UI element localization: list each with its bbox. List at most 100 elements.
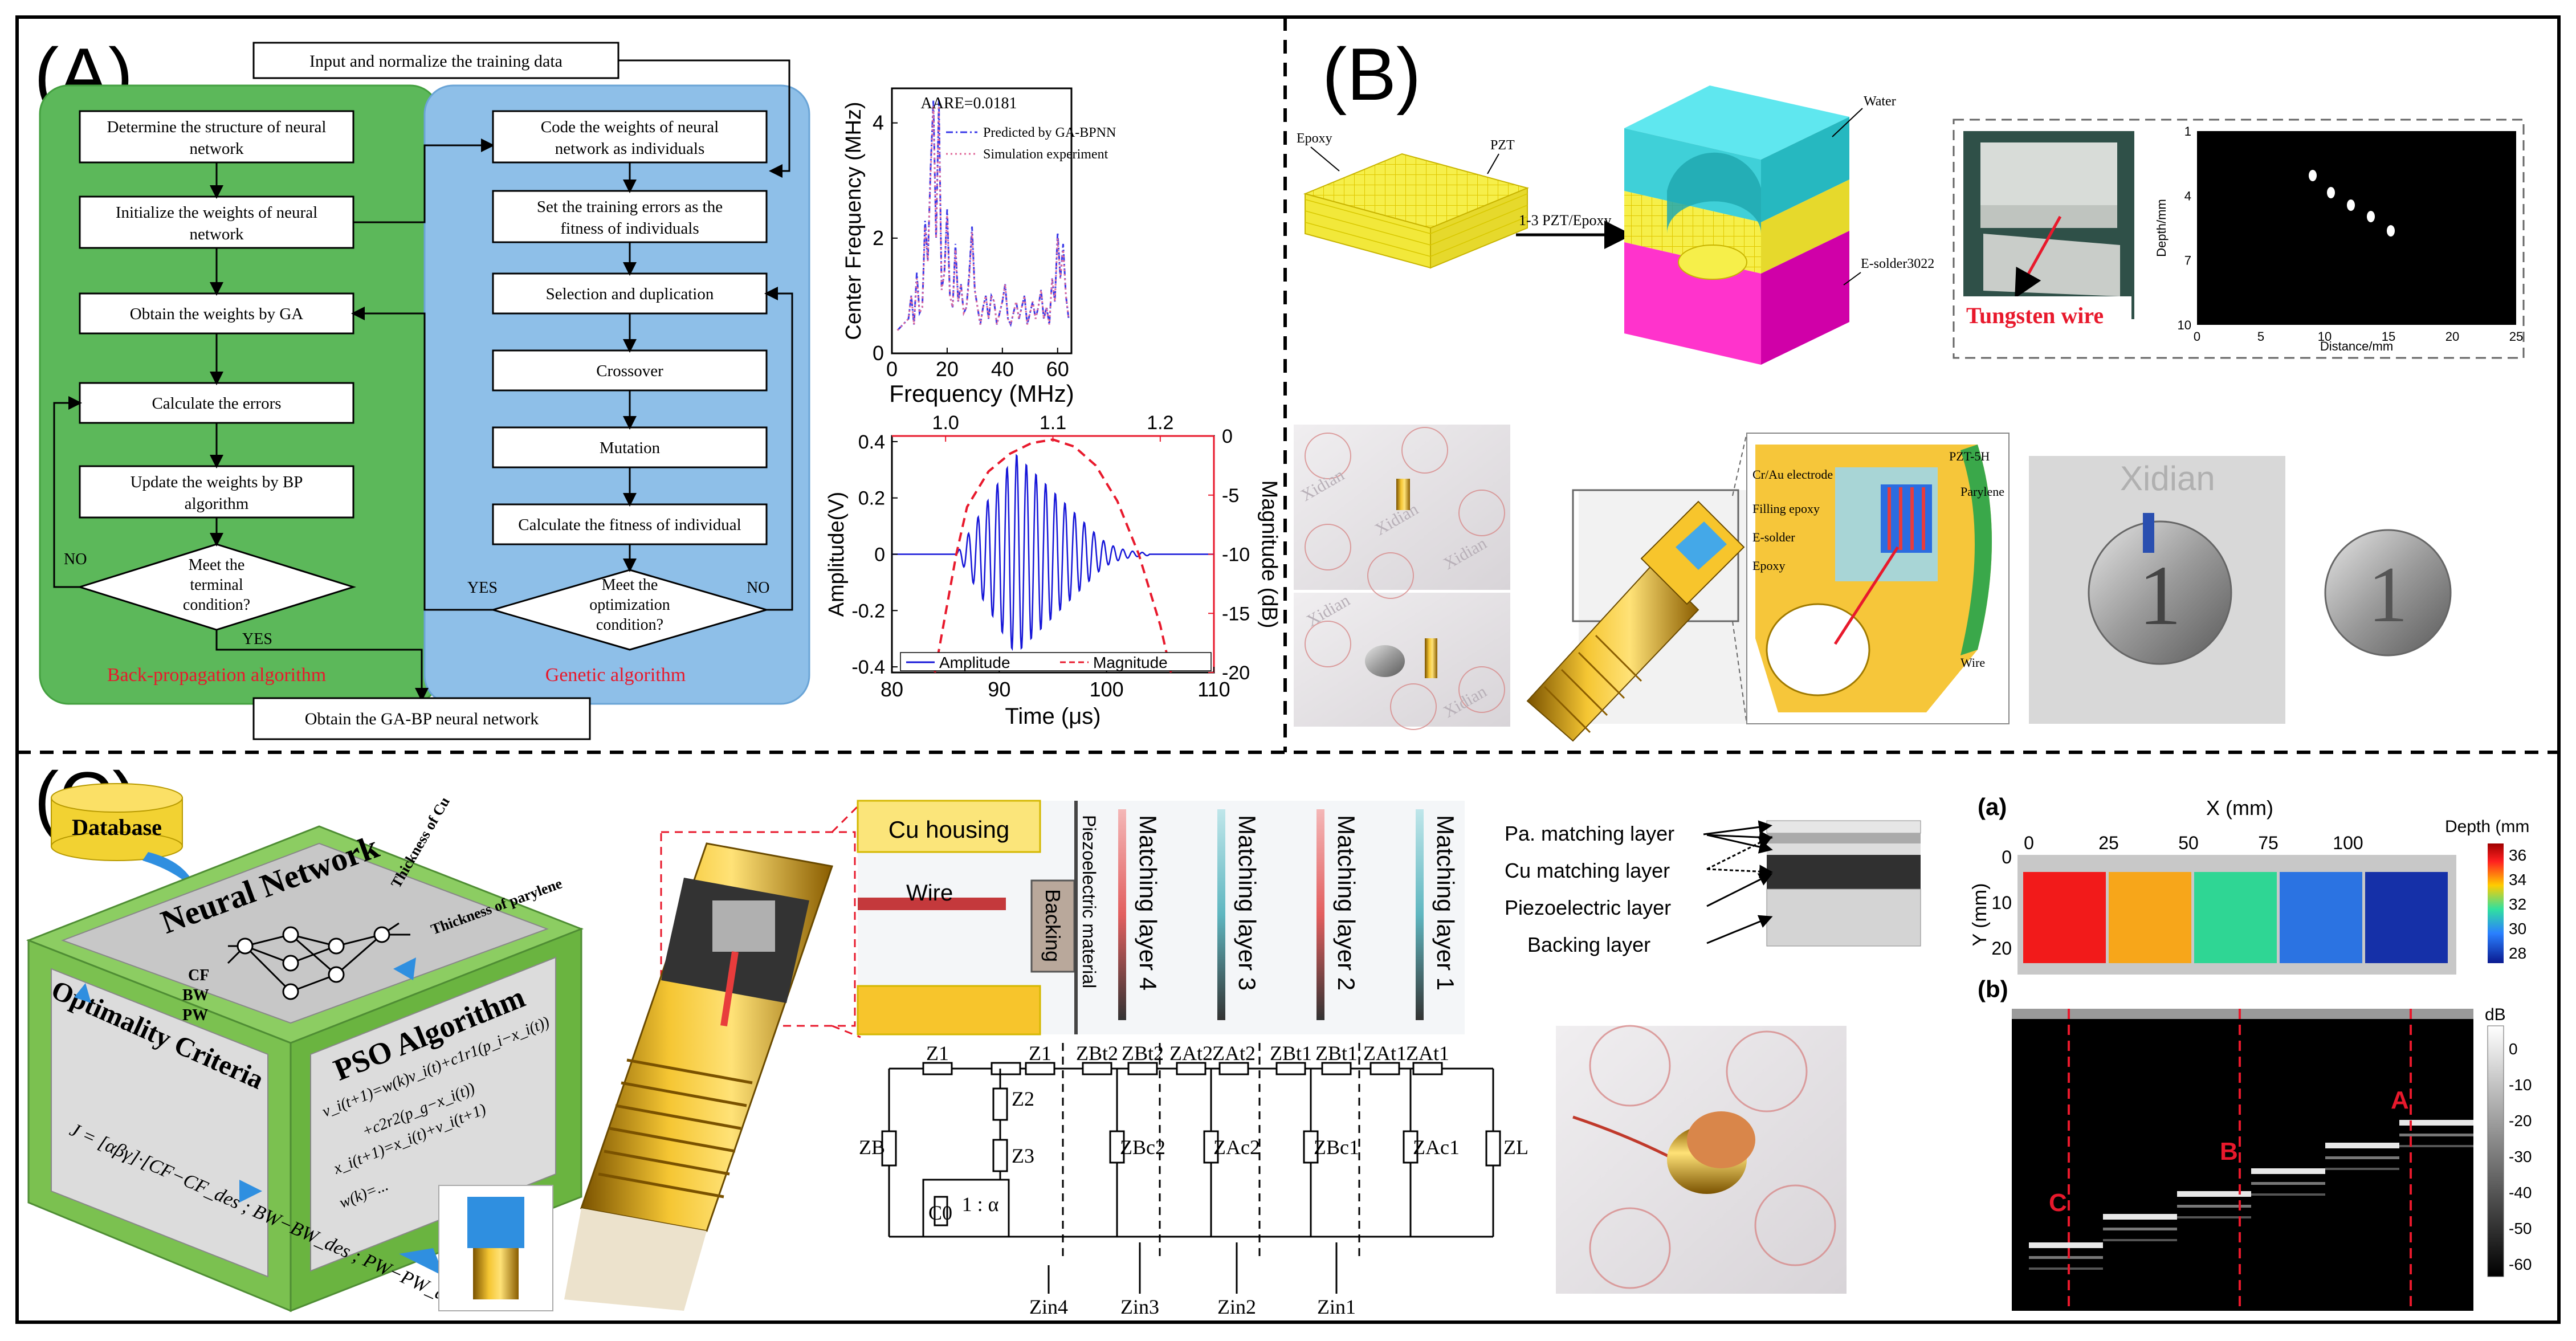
svg-text:fitness of individuals: fitness of individuals (560, 219, 699, 238)
chart1-series-1 (896, 100, 1070, 331)
svg-text:ZBc2: ZBc2 (1120, 1136, 1165, 1159)
final-box-text: Obtain the GA-BP neural network (305, 710, 539, 728)
svg-text:terminal: terminal (190, 576, 243, 594)
svg-text:Zin4: Zin4 (1029, 1295, 1068, 1318)
heatB-marker-label: C (2049, 1189, 2067, 1217)
chart2-x2tick-label: 1.2 (1147, 412, 1173, 434)
svg-text:ZAt1: ZAt1 (1406, 1042, 1449, 1065)
bp-arrows (53, 59, 790, 702)
chart2-xtick-label: 90 (988, 678, 1010, 701)
scan-xtick-label: 15 (2382, 329, 2395, 344)
label-water: Water (1864, 94, 1896, 109)
transducer-section (1526, 433, 2010, 742)
scan-xtick-label: 20 (2445, 329, 2459, 344)
svg-text:Z2: Z2 (1012, 1087, 1034, 1110)
heatB-echo-tail (2177, 1205, 2251, 1208)
label-matching-4: Matching layer 4 (1135, 815, 1161, 991)
heatB-surface (2012, 1009, 2473, 1019)
chart2-ytick-label: 0.2 (858, 488, 885, 510)
heatA-ytick-label: 0 (2002, 847, 2012, 867)
heatA-ylabel: Y (mm) (1969, 883, 1991, 947)
panel-label-b: (B) (1322, 32, 1421, 116)
database-label: Database (72, 814, 162, 840)
svg-text:network: network (189, 225, 244, 243)
svg-text:ZAt2: ZAt2 (1169, 1042, 1213, 1065)
layer-stack (1703, 820, 1921, 947)
svg-text:1: 1 (2368, 551, 2408, 639)
svg-text:Mutation: Mutation (600, 439, 661, 457)
chart1-annotation: AARE=0.0181 (920, 95, 1017, 112)
scan-ytick-label: 10 (2178, 318, 2191, 332)
nn-input-bw: BW (182, 987, 209, 1004)
chart2-legend-label: Amplitude (939, 654, 1010, 671)
svg-text:Wire: Wire (1960, 655, 1985, 670)
label-epoxy: Epoxy (1297, 131, 1332, 146)
chart1-xtick-label: 40 (991, 357, 1014, 381)
chart2-y2tick-label: 0 (1222, 426, 1233, 447)
label-piezo-material: Piezoelectric material (1079, 815, 1099, 988)
photo-xidian-1: Xidian Xidian Xidian Xidian Xidian (1294, 425, 1510, 730)
ga-step-4: Crossover (492, 349, 768, 392)
tungsten-photo (1960, 131, 2134, 328)
heatB-echo-tail (2029, 1267, 2103, 1270)
svg-text:Piezoelectric layer: Piezoelectric layer (1505, 896, 1671, 919)
heatB-colorbar-tick: -50 (2509, 1220, 2532, 1237)
svg-text:Update the weights by BP: Update the weights by BP (131, 473, 303, 491)
heatB-echo-tail (2399, 1145, 2473, 1147)
heatB-echo-tail (2325, 1156, 2399, 1159)
label-matching-2: Matching layer 2 (1333, 815, 1360, 991)
heatA-ytick-label: 10 (1991, 892, 2012, 913)
svg-text:optimization: optimization (589, 596, 670, 614)
bp-step-1: Determine the structure of neural networ… (79, 110, 354, 164)
label-solder: E-solder3022 (1861, 256, 1934, 271)
chart1-legend-label: Predicted by GA-BPNN (983, 125, 1116, 140)
heatA-colorbar-tick: 28 (2509, 944, 2526, 962)
ga-step-5: Mutation (492, 426, 768, 468)
label-distance-axis: Distance/mm (2320, 339, 2393, 353)
svg-text:Zin3: Zin3 (1120, 1295, 1159, 1318)
svg-text:Calculate the fitness of indiv: Calculate the fitness of individual (518, 516, 741, 534)
svg-text:Pa. matching layer: Pa. matching layer (1505, 822, 1674, 845)
heatB-echo-tail (2029, 1256, 2103, 1259)
photo-transducer-c (1556, 1025, 1847, 1294)
heatB-colorbar-tick: -10 (2509, 1076, 2532, 1094)
heatB-echo (2399, 1120, 2473, 1126)
svg-text:condition?: condition? (596, 616, 663, 634)
heatB-colorbar-tick: -20 (2509, 1112, 2532, 1130)
heatA-block (2280, 872, 2362, 963)
final-box (252, 697, 591, 740)
ga-step-6: Calculate the fitness of individual (492, 503, 768, 545)
svg-text:Crossover: Crossover (596, 362, 663, 380)
panel-a: (A) Input and normalize the training dat… (34, 32, 1281, 740)
heatB-echo (2325, 1143, 2399, 1148)
ga-arrows (351, 162, 793, 611)
heatB-echo (2103, 1214, 2177, 1220)
svg-text:Zin2: Zin2 (1217, 1295, 1256, 1318)
scan-xtick-label: 0 (2194, 329, 2200, 344)
chart2-y2tick-label: -5 (1222, 485, 1239, 507)
scan-ytick-label: 4 (2184, 189, 2191, 203)
heatA-xtick-label: 50 (2178, 833, 2199, 853)
svg-text:Z3: Z3 (1012, 1144, 1034, 1167)
nn-input-cf: CF (188, 967, 209, 984)
flow-top-box (252, 42, 619, 79)
label-yes-bp: YES (242, 630, 272, 648)
svg-text:ZL: ZL (1503, 1136, 1529, 1159)
heatB-echo-tail (2251, 1193, 2325, 1196)
svg-text:Obtain the weights by GA: Obtain the weights by GA (130, 305, 304, 323)
svg-text:Zin1: Zin1 (1317, 1295, 1356, 1318)
svg-text:ZBt2: ZBt2 (1076, 1042, 1118, 1065)
heatB-echo-tail (2103, 1228, 2177, 1230)
chart2-xtick-label: 80 (881, 678, 903, 701)
ga-step-3: Selection and duplication (492, 272, 768, 315)
heatB-echo (2177, 1191, 2251, 1197)
svg-text:Z1: Z1 (926, 1042, 949, 1065)
svg-text:Initialize the weights of neur: Initialize the weights of neural (116, 203, 317, 222)
heatB-echo-tail (2399, 1134, 2473, 1136)
ga-decision: Meet the optimization condition? (490, 569, 770, 651)
svg-text:ZAc2: ZAc2 (1213, 1136, 1260, 1159)
chart2-ytick-label: -0.4 (851, 657, 885, 678)
label-pzt: PZT (1490, 138, 1515, 153)
heatA-block (2194, 872, 2277, 963)
svg-text:ZBt1: ZBt1 (1270, 1042, 1312, 1065)
